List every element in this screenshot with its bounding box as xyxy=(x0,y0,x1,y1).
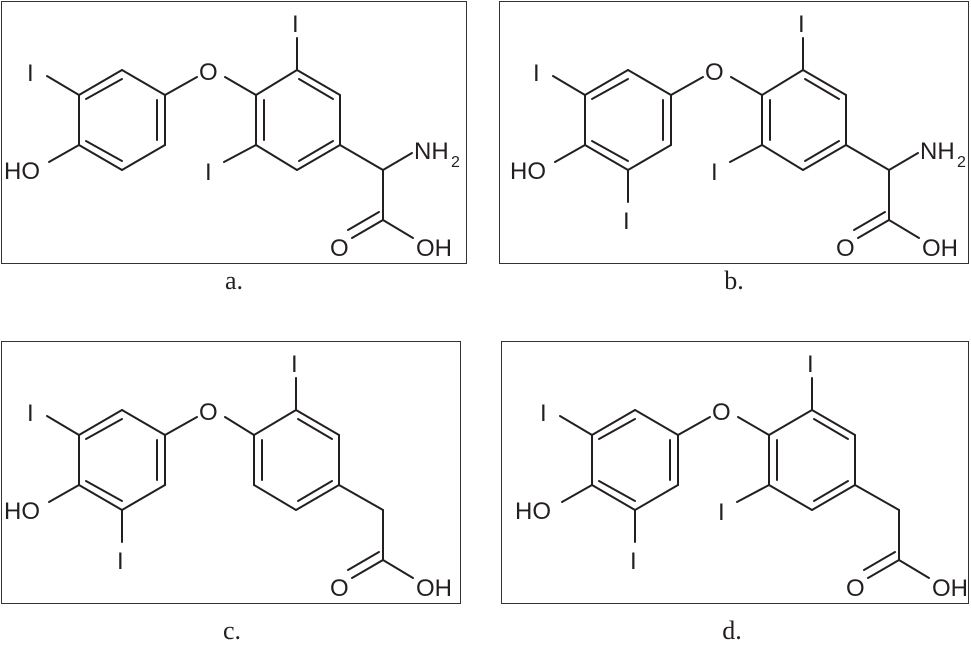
atom-acid-hydroxyl: OH xyxy=(932,575,968,602)
bond-ether-2 xyxy=(224,76,257,96)
atom-iodine-top: I xyxy=(798,11,805,38)
bond-carbonyl-1 xyxy=(857,219,890,239)
atom-iodine-2: I xyxy=(117,548,124,575)
bond-hydroxyl-acid xyxy=(382,219,414,239)
ring-a-left xyxy=(584,69,672,171)
bond-i-bottom xyxy=(223,144,257,163)
atom-iodine-1: I xyxy=(540,400,547,427)
molecule-d: I HO I O I I O OH xyxy=(515,351,968,602)
bond-ho xyxy=(561,484,593,503)
atom-iodine-2: I xyxy=(630,548,637,575)
atom-hydroxyl: HO xyxy=(510,158,546,185)
bond-hydroxyl-acid xyxy=(898,559,930,579)
molecule-a: I HO O I I NH 2 O xyxy=(4,11,460,262)
caption-d: d. xyxy=(722,616,742,645)
atom-oxygen-bridge: O xyxy=(712,399,731,426)
bond-amine xyxy=(382,152,413,171)
atom-acid-hydroxyl: OH xyxy=(922,235,958,262)
atom-oxygen-bridge: O xyxy=(199,59,218,86)
bond-ether-1 xyxy=(164,416,198,436)
bond-carbonyl-2 xyxy=(347,211,380,231)
atom-iodine-2: I xyxy=(623,208,630,235)
atom-hydroxyl: HO xyxy=(515,498,551,525)
atom-iodine-1: I xyxy=(533,60,540,87)
amine-subscript: 2 xyxy=(957,154,966,171)
bond-hydroxyl-acid xyxy=(888,219,920,239)
bond-methylene xyxy=(854,484,900,511)
atom-acid-hydroxyl: OH xyxy=(416,575,452,602)
bond-methylene xyxy=(338,484,384,511)
bond-carbonyl-2 xyxy=(853,211,886,231)
bond-carbonyl-1 xyxy=(351,219,384,239)
atom-iodine-bottom: I xyxy=(205,159,212,186)
ring-b-right xyxy=(255,69,341,171)
bond-i1 xyxy=(559,415,593,436)
caption-a: a. xyxy=(224,266,244,295)
atom-oxygen-bridge: O xyxy=(199,399,218,426)
bond-ho xyxy=(48,144,80,163)
bond-ho xyxy=(48,484,80,503)
atom-carbonyl-oxygen: O xyxy=(330,575,349,602)
bond-i-bottom xyxy=(736,484,770,503)
ring-b-right xyxy=(768,409,856,511)
bond-carbonyl-2 xyxy=(347,551,380,571)
ring-b-right xyxy=(253,409,340,511)
bond-amine xyxy=(888,152,919,171)
atom-iodine-top: I xyxy=(291,351,298,378)
bond-ether-1 xyxy=(677,416,711,436)
structure-panel-a: I HO O I I NH 2 O xyxy=(1,1,467,264)
atom-iodine-top: I xyxy=(807,351,814,378)
structure-panel-d: I HO I O I I O OH xyxy=(501,341,969,604)
amine-subscript: 2 xyxy=(451,154,460,171)
bond-ether-2 xyxy=(224,416,255,436)
atom-hydroxyl: HO xyxy=(4,498,40,525)
structure-panel-c: I HO I O I O OH xyxy=(1,341,461,604)
bond-ether-1 xyxy=(164,76,198,96)
bond-carbonyl-1 xyxy=(867,559,900,579)
bond-ether-2 xyxy=(730,76,763,96)
atom-hydroxyl: HO xyxy=(4,158,40,185)
bond-carbonyl-2 xyxy=(863,551,896,571)
bond-i1 xyxy=(552,75,586,96)
atom-carbonyl-oxygen: O xyxy=(330,235,349,262)
atom-carbonyl-oxygen: O xyxy=(836,235,855,262)
atom-oxygen-bridge: O xyxy=(705,59,724,86)
atom-iodine-1: I xyxy=(27,60,34,87)
molecule-b: I HO I O I I NH 2 O OH xyxy=(510,11,966,262)
bond-hydroxyl-acid xyxy=(382,559,414,579)
bond-alpha-carbon xyxy=(845,144,890,171)
bond-i1 xyxy=(46,415,80,436)
atom-acid-hydroxyl: OH xyxy=(416,235,452,262)
bond-ether-1 xyxy=(670,76,704,96)
atom-iodine-bottom: I xyxy=(718,499,725,526)
ring-a-left xyxy=(591,409,679,511)
bond-i1 xyxy=(46,75,80,96)
structure-panel-b: I HO I O I I NH 2 O OH xyxy=(499,1,969,264)
atom-amine: NH xyxy=(414,138,449,165)
ring-a-left xyxy=(78,69,166,171)
ring-b-right xyxy=(761,69,847,171)
atom-iodine-top: I xyxy=(292,11,299,38)
bond-carbonyl-1 xyxy=(351,559,384,579)
caption-c: c. xyxy=(222,616,242,645)
atom-iodine-bottom: I xyxy=(711,159,718,186)
ring-a-left xyxy=(78,409,166,511)
bond-ho xyxy=(554,144,586,163)
atom-amine: NH xyxy=(920,138,955,165)
molecule-c: I HO I O I O OH xyxy=(4,351,452,602)
bond-alpha-carbon xyxy=(339,144,384,171)
bond-ether-2 xyxy=(737,416,770,436)
atom-iodine-1: I xyxy=(27,400,34,427)
bond-i-bottom xyxy=(729,144,763,163)
atom-carbonyl-oxygen: O xyxy=(846,575,865,602)
caption-b: b. xyxy=(724,266,744,295)
